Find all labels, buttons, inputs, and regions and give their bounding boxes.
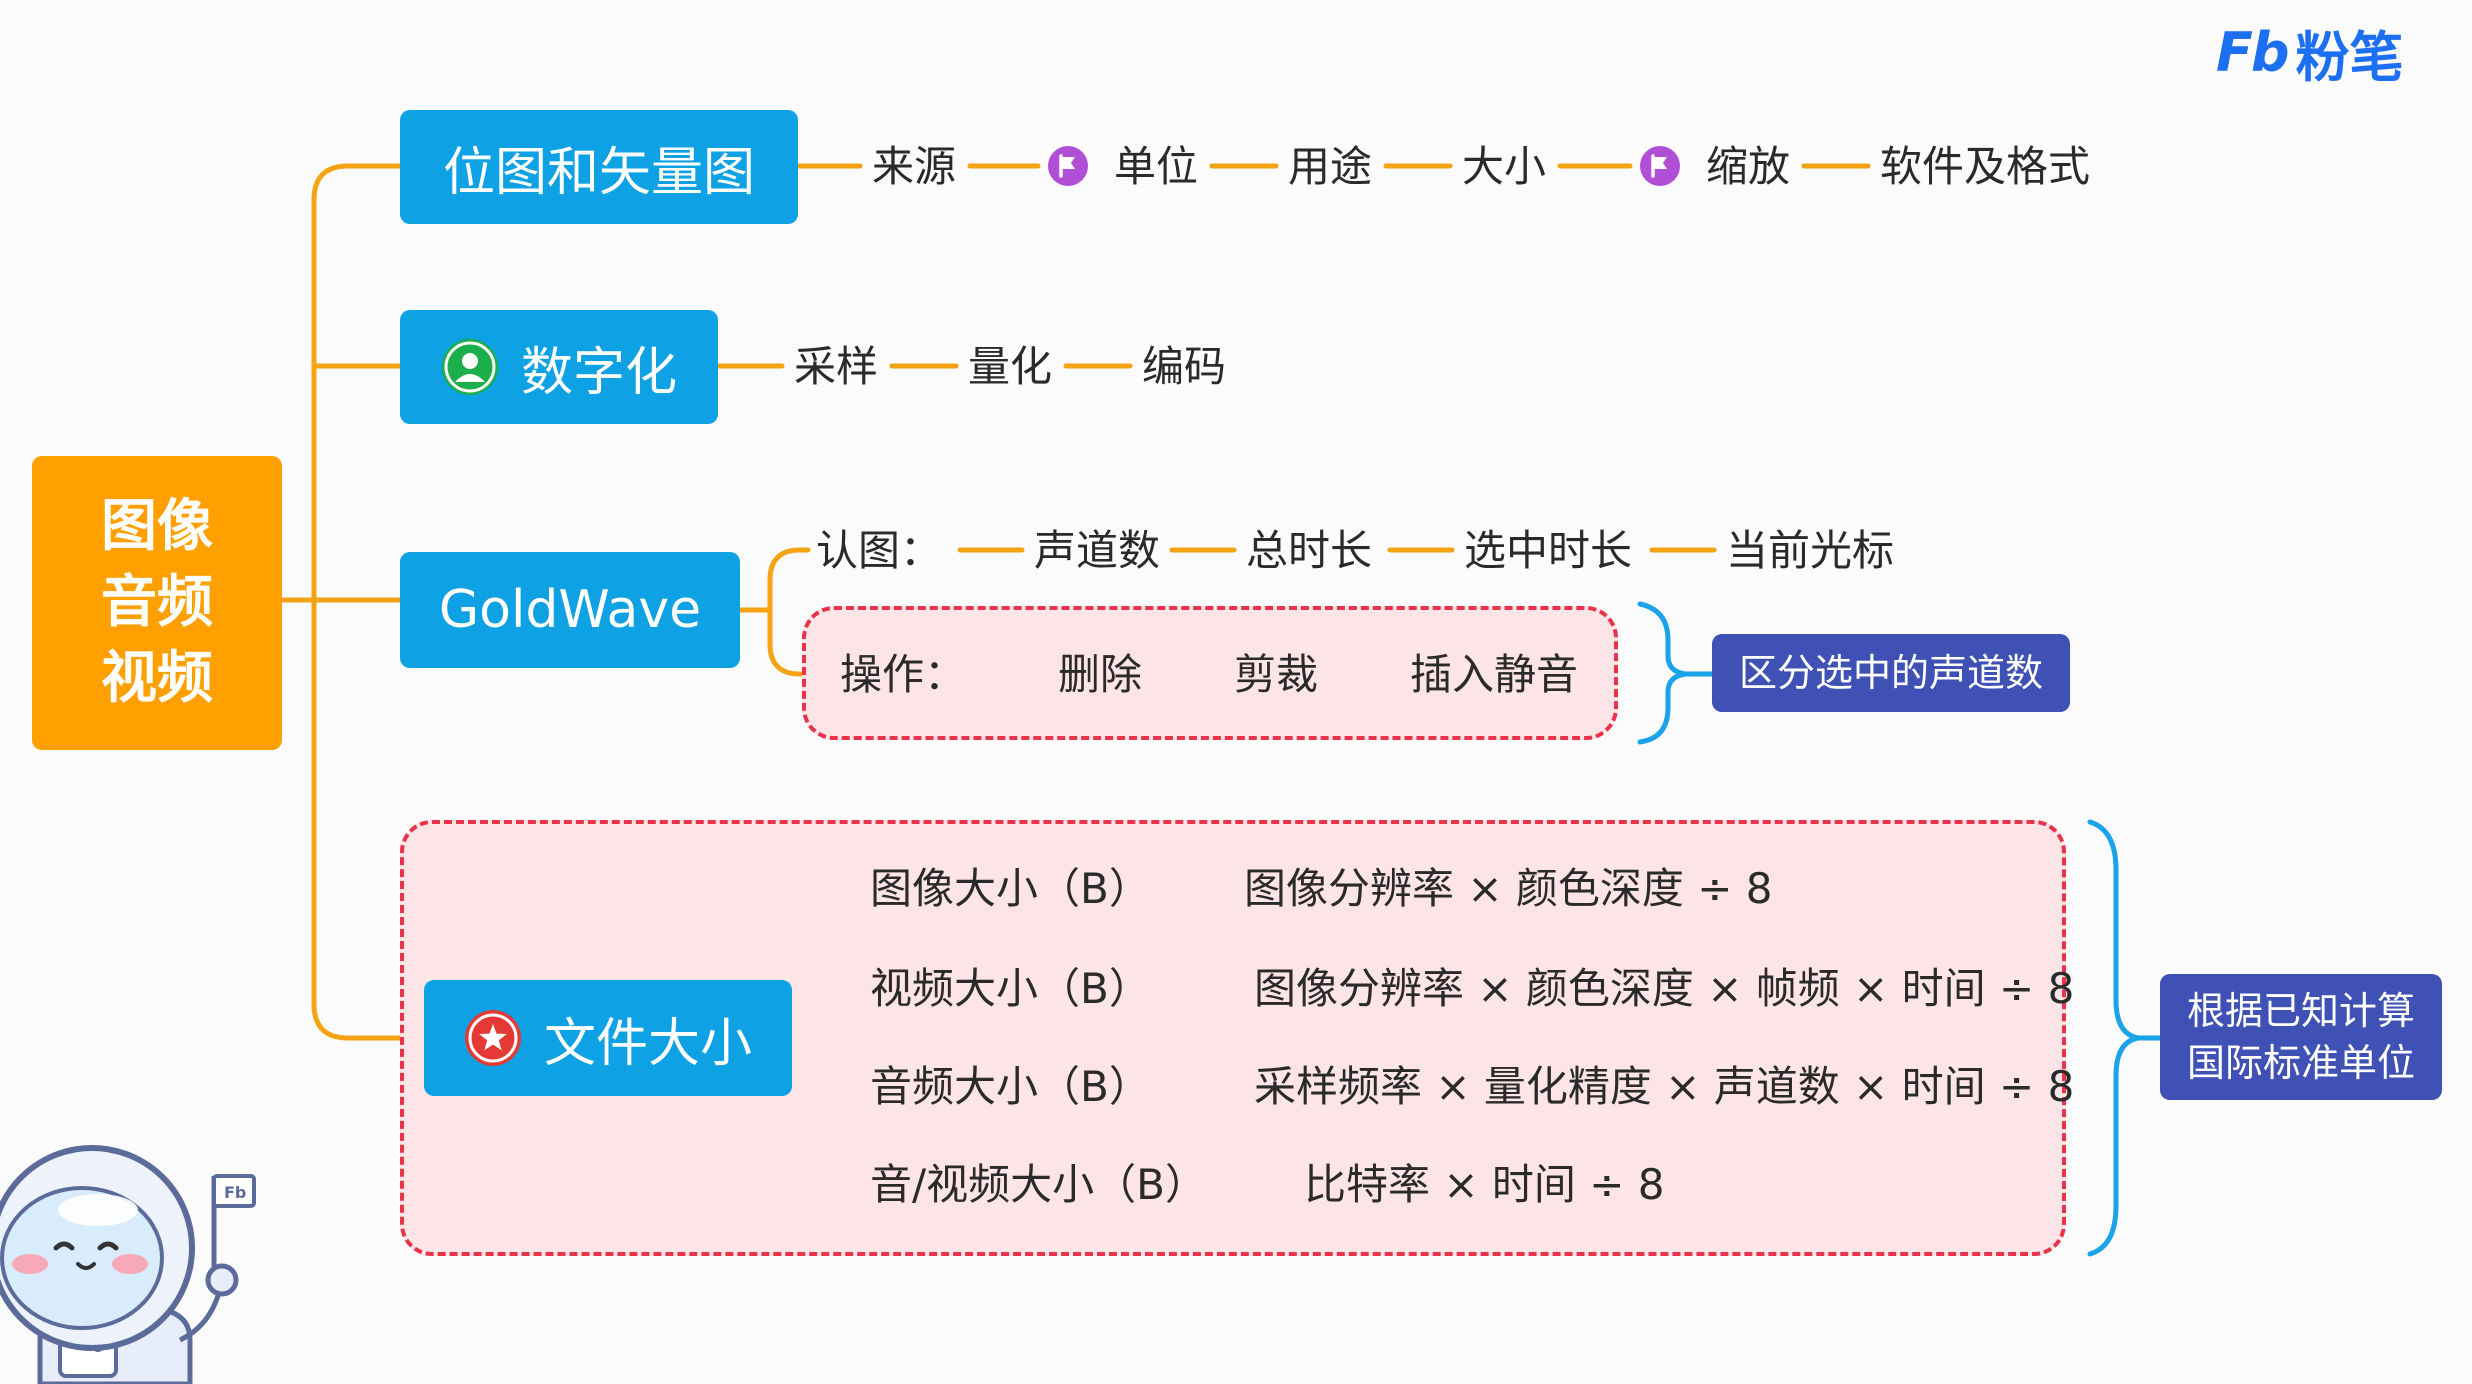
chain-item-encode: 编码: [1142, 342, 1227, 391]
chain-item-use: 用途: [1288, 142, 1373, 191]
digitize-node[interactable]: 数字化: [400, 310, 718, 424]
formula-term-image: 图像大小（B）: [870, 864, 1151, 913]
user-icon: [441, 339, 498, 395]
astronaut-mascot-icon: Fb: [0, 1145, 256, 1384]
filesize-note-line-2: 国际标准单位: [2186, 1041, 2415, 1085]
goldwave-note: 区分选中的声道数: [1712, 634, 2070, 712]
logo-mark: Fb: [2216, 20, 2290, 84]
filesize-note: 根据已知计算 国际标准单位: [2160, 974, 2442, 1100]
filesize-label: 文件大小: [543, 1013, 752, 1074]
formula-term-av: 音/视频大小（B）: [870, 1160, 1207, 1209]
chain-item-unit: 单位: [1114, 142, 1199, 191]
logo-text: 粉笔: [2295, 25, 2404, 89]
recognize-title: 认图：: [816, 526, 943, 575]
formula-expr-av: 比特率 × 时间 ÷ 8: [1304, 1160, 1665, 1209]
chain-item-software-format: 软件及格式: [1880, 142, 2091, 191]
root-node[interactable]: 图像 音频 视频: [32, 456, 282, 750]
digitize-label: 数字化: [520, 342, 677, 403]
formula-expr-audio: 采样频率 × 量化精度 × 声道数 × 时间 ÷ 8: [1254, 1062, 2075, 1111]
root-line-3: 视频: [101, 646, 213, 711]
chain-item-zoom: 缩放: [1706, 142, 1791, 191]
chain-item-source: 来源: [872, 142, 957, 191]
star-icon: [464, 1010, 521, 1066]
recognize-item-channels: 声道数: [1034, 526, 1161, 575]
operate-item-delete: 删除: [1058, 650, 1143, 699]
formula-term-audio: 音频大小（B）: [870, 1062, 1151, 1111]
formula-term-video: 视频大小（B）: [870, 964, 1151, 1013]
recognize-item-selected-time: 选中时长: [1464, 526, 1633, 575]
root-line-1: 图像: [101, 494, 213, 559]
formula-expr-image: 图像分辨率 × 颜色深度 ÷ 8: [1244, 864, 1773, 913]
formula-expr-video: 图像分辨率 × 颜色深度 × 帧频 × 时间 ÷ 8: [1254, 964, 2075, 1013]
flag-icon: [1640, 146, 1680, 186]
recognize-item-total-time: 总时长: [1246, 526, 1373, 575]
goldwave-label: GoldWave: [438, 580, 702, 640]
bitmap-vector-node[interactable]: 位图和矢量图: [400, 110, 798, 224]
chain-item-quantize: 量化: [968, 342, 1053, 391]
operate-item-insert-silence: 插入静音: [1410, 650, 1579, 699]
filesize-brace: [2087, 819, 2139, 1257]
operate-dashed-box: [802, 606, 1618, 740]
chain-item-size: 大小: [1462, 142, 1547, 191]
filesize-note-line-1: 根据已知计算: [2186, 989, 2415, 1033]
recognize-item-cursor: 当前光标: [1726, 526, 1895, 575]
operate-item-crop: 剪裁: [1234, 650, 1319, 699]
filesize-node[interactable]: 文件大小: [424, 980, 792, 1096]
svg-text:Fb: Fb: [224, 1183, 246, 1202]
brand-logo: Fb 粉笔: [2216, 18, 2404, 89]
operate-title: 操作：: [840, 650, 967, 699]
goldwave-node[interactable]: GoldWave: [400, 552, 740, 668]
goldwave-brace: [1637, 601, 1687, 745]
goldwave-note-text: 区分选中的声道数: [1738, 651, 2043, 695]
bitmap-vector-label: 位图和矢量图: [442, 142, 755, 203]
root-line-2: 音频: [101, 570, 213, 635]
flag-icon: [1048, 146, 1088, 186]
chain-item-sampling: 采样: [794, 342, 879, 391]
